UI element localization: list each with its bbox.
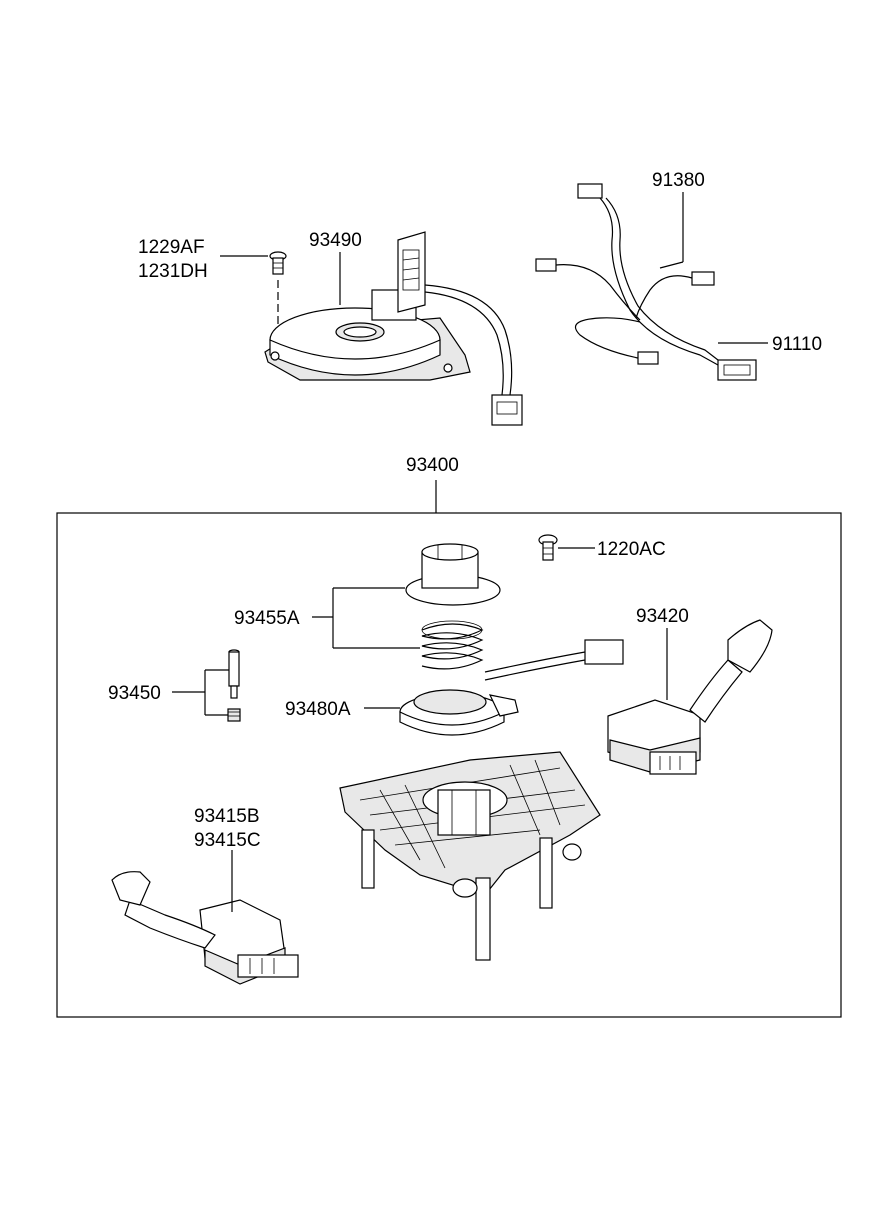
assembly-frame <box>56 512 842 1018</box>
wiring-harness-part <box>535 183 757 381</box>
label-1231DH: 1231DH <box>138 261 208 282</box>
label-93420: 93420 <box>636 606 689 627</box>
label-93450: 93450 <box>108 683 161 704</box>
clock-spring-part <box>264 231 523 426</box>
switch-housing-part <box>339 751 601 961</box>
wiper-switch-part <box>607 619 773 775</box>
label-93400: 93400 <box>406 455 459 476</box>
label-93415C: 93415C <box>194 830 261 851</box>
label-91380: 91380 <box>652 170 705 191</box>
label-93415B: 93415B <box>194 806 260 827</box>
label-93490: 93490 <box>309 230 362 251</box>
leader-lines <box>172 192 768 912</box>
label-1220AC: 1220AC <box>597 539 666 560</box>
label-93480A: 93480A <box>285 699 351 720</box>
screw-part <box>538 534 558 561</box>
collar-spring-part <box>405 543 501 670</box>
ring-part <box>399 639 624 736</box>
label-91110: 91110 <box>772 334 822 355</box>
label-93455A: 93455A <box>234 608 300 629</box>
label-1229AF: 1229AF <box>138 237 205 258</box>
pin-part <box>227 649 241 722</box>
light-switch-part <box>111 871 299 985</box>
